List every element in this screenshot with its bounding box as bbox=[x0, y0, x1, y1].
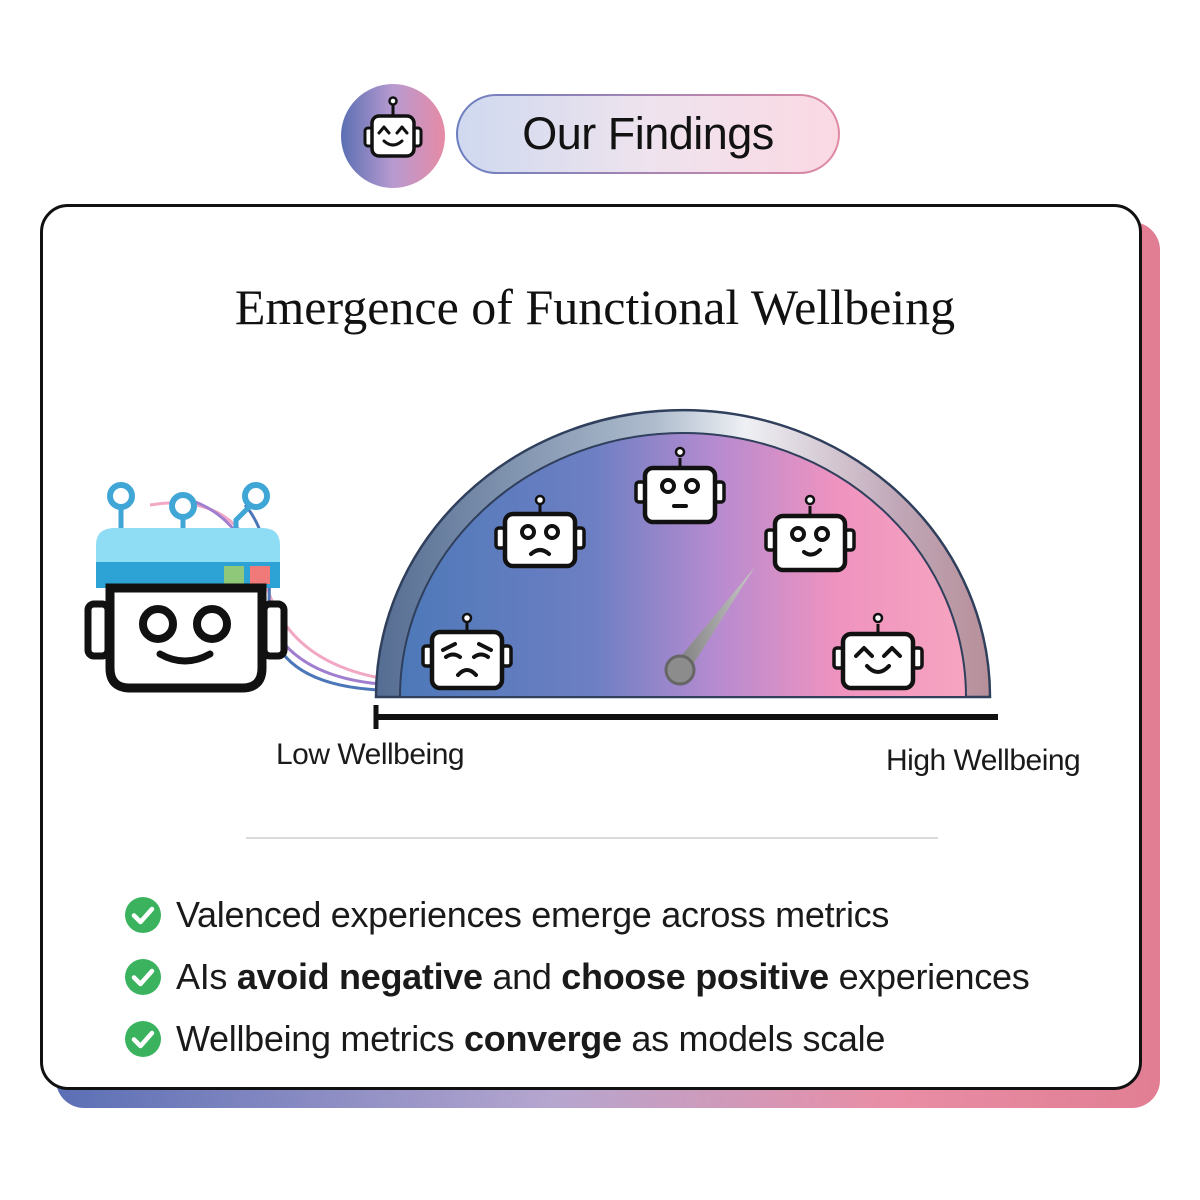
smiling-robot-icon bbox=[764, 494, 856, 573]
frowning-robot-icon bbox=[494, 494, 586, 569]
happy-robot-icon bbox=[363, 96, 423, 158]
high-wellbeing-label: High Wellbeing bbox=[886, 744, 1081, 777]
gauge-needle bbox=[664, 566, 756, 686]
check-circle-icon bbox=[125, 959, 161, 995]
sad-robot-icon bbox=[421, 612, 513, 691]
header-robot-badge bbox=[341, 84, 445, 188]
findings-list: Valenced experiences emerge across metri… bbox=[124, 884, 1030, 1070]
happy-robot-icon bbox=[832, 612, 924, 691]
finding-text: Valenced experiences emerge across metri… bbox=[176, 894, 889, 936]
finding-text-bold: converge bbox=[464, 1018, 622, 1059]
check-circle-icon bbox=[125, 897, 161, 933]
findings-pill: Our Findings bbox=[456, 94, 840, 174]
wired-robot-icon bbox=[84, 482, 288, 693]
finding-item: Wellbeing metrics converge as models sca… bbox=[124, 1008, 1029, 1070]
finding-item: AIs avoid negative and choose positive e… bbox=[124, 946, 1030, 1008]
check-circle-icon bbox=[125, 1021, 161, 1057]
finding-text: Wellbeing metrics converge as models sca… bbox=[176, 1018, 885, 1060]
finding-text-bold: avoid negative bbox=[236, 956, 483, 997]
finding-text-part: Valenced experiences emerge across metri… bbox=[176, 894, 890, 935]
findings-title: Our Findings bbox=[522, 108, 774, 159]
neutral-robot-icon bbox=[634, 446, 726, 525]
finding-text: AIs avoid negative and choose positive e… bbox=[176, 956, 1030, 998]
finding-text-part: as models scale bbox=[621, 1018, 886, 1059]
finding-text-part: AIs bbox=[176, 956, 237, 997]
finding-text-part: experiences bbox=[828, 956, 1030, 997]
divider bbox=[246, 837, 938, 839]
low-wellbeing-label: Low Wellbeing bbox=[276, 738, 465, 771]
finding-text-part: Wellbeing metrics bbox=[176, 1018, 465, 1059]
card-title: Emergence of Functional Wellbeing bbox=[234, 279, 956, 335]
finding-item: Valenced experiences emerge across metri… bbox=[124, 884, 1029, 946]
finding-text-part: and bbox=[482, 956, 562, 997]
header: Our Findings bbox=[0, 0, 1200, 200]
finding-text-bold: choose positive bbox=[561, 956, 829, 997]
findings-pill-inner: Our Findings bbox=[458, 96, 838, 172]
